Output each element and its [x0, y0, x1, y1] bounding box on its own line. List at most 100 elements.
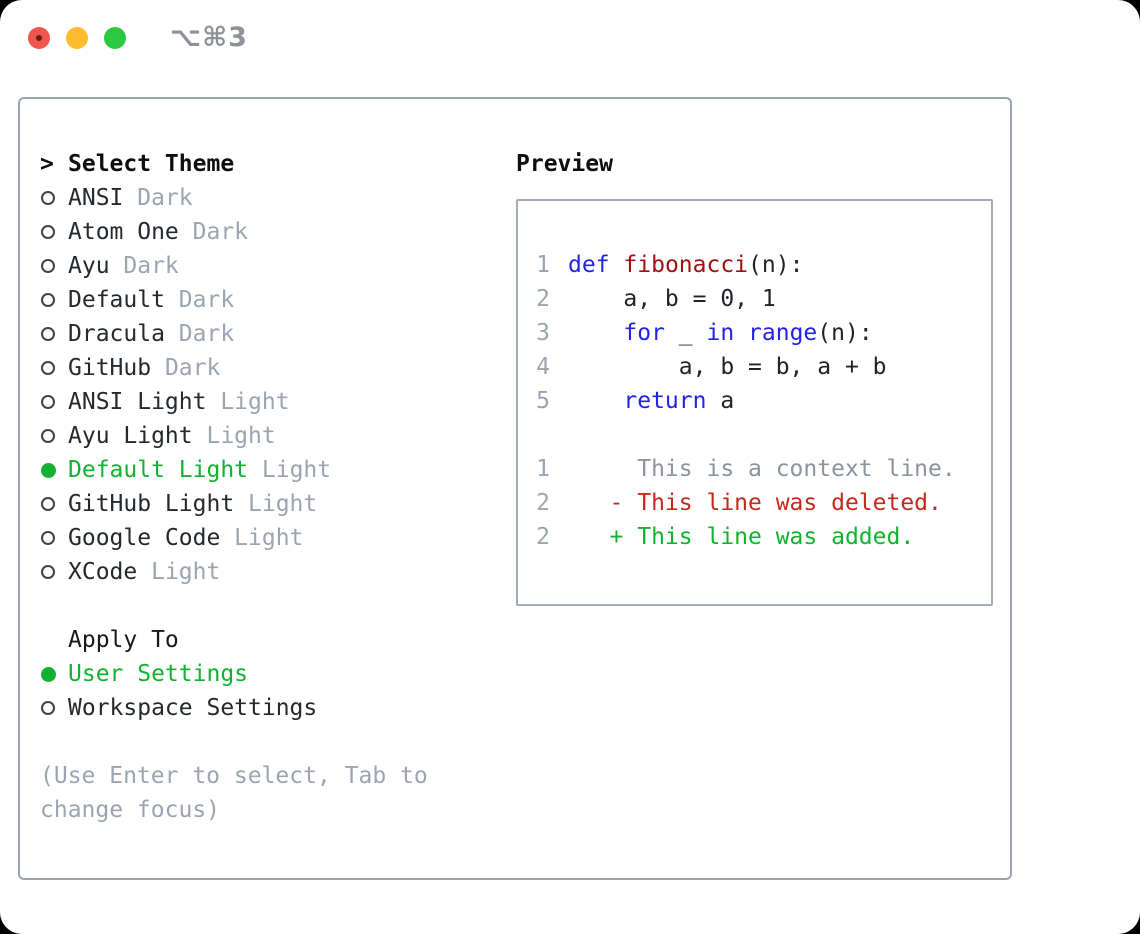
code-line: 4 a, b = b, a + b	[534, 350, 991, 384]
radio-unselected-icon	[40, 385, 68, 419]
minimize-button-icon[interactable]	[66, 27, 88, 49]
radio-unselected-icon	[40, 419, 68, 453]
code-segment-keyword: in	[706, 320, 735, 346]
code-segment-context: This is a context line.	[568, 456, 956, 482]
apply-option-user-settings[interactable]: User Settings	[40, 657, 484, 691]
radio-unselected-icon	[40, 215, 68, 249]
preview-title: Preview	[516, 151, 613, 177]
line-number: 2	[536, 490, 550, 516]
radio-unselected-icon	[40, 181, 68, 215]
code-line: 1 def fibonacci(n):	[534, 248, 991, 282]
line-content: def fibonacci(n):	[568, 248, 803, 282]
code-segment-keyword: range	[748, 320, 818, 346]
code-segment-added: + This line was added.	[568, 524, 915, 550]
select-theme-header: > Select Theme	[40, 147, 484, 181]
code-line: 2 a, b = 0, 1	[534, 282, 991, 316]
titlebar: ⌥⌘3	[28, 22, 248, 53]
theme-option-default[interactable]: Default Dark	[40, 283, 484, 317]
option-label: Ayu Light	[68, 423, 207, 449]
theme-option-ansi[interactable]: ANSI Dark	[40, 181, 484, 215]
theme-option-ansi-light[interactable]: ANSI Light Light	[40, 385, 484, 419]
radio-unselected-icon	[40, 555, 68, 589]
code-line: 3 for _ in range(n):	[534, 316, 991, 350]
radio-selected-icon	[40, 453, 68, 487]
variant-tag: Light	[206, 423, 276, 449]
code-segment-plain	[734, 320, 748, 346]
code-segment-function: fibonacci	[623, 252, 749, 278]
radio-unselected-icon	[40, 249, 68, 283]
line-number: 3	[536, 320, 550, 346]
apply-option-workspace-settings[interactable]: Workspace Settings	[40, 691, 484, 725]
line-content: a, b = b, a + b	[568, 350, 887, 384]
close-button-icon[interactable]	[28, 27, 50, 49]
option-label: Default Light	[68, 457, 262, 483]
zoom-button-icon[interactable]	[104, 27, 126, 49]
radio-unselected-icon	[40, 691, 68, 725]
theme-option-ayu-light[interactable]: Ayu Light Light	[40, 419, 484, 453]
variant-tag: Light	[261, 457, 332, 483]
theme-option-default-light[interactable]: Default Light Light	[40, 453, 484, 487]
code-segment-plain: a, b = 0, 1	[568, 286, 776, 312]
code-segment-plain	[568, 320, 623, 346]
variant-tag: Light	[151, 559, 221, 585]
option-label: GitHub Light	[68, 491, 249, 517]
variant-tag: Dark	[178, 287, 235, 313]
code-segment-deleted: - This line was deleted.	[568, 490, 942, 516]
theme-option-github-light[interactable]: GitHub Light Light	[40, 487, 484, 521]
variant-tag: Dark	[137, 185, 193, 211]
option-label: User Settings	[68, 661, 249, 687]
close-dot-icon	[36, 35, 42, 41]
radio-unselected-icon	[40, 317, 68, 351]
line-content: - This line was deleted.	[568, 486, 942, 520]
variant-tag: Light	[234, 525, 304, 551]
code-segment-plain: a	[706, 388, 735, 414]
theme-option-ayu[interactable]: Ayu Dark	[40, 249, 484, 283]
apply-to-header: Apply To	[40, 623, 484, 657]
line-number: 2	[536, 286, 550, 312]
line-content: This is a context line.	[568, 452, 956, 486]
code-line: 2 - This line was deleted.	[534, 486, 991, 520]
option-label: GitHub	[68, 355, 165, 381]
code-segment-plain	[610, 252, 624, 278]
code-segment-plain: (n):	[817, 320, 873, 346]
option-label: XCode	[68, 559, 152, 585]
line-content: return a	[568, 384, 734, 418]
line-number	[534, 418, 550, 452]
apply-to-title: Apply To	[68, 627, 179, 653]
variant-tag: Dark	[178, 321, 235, 347]
option-label: Workspace Settings	[68, 695, 318, 721]
line-number: 1	[536, 252, 550, 278]
option-label: Dracula	[68, 321, 179, 347]
code-segment-plain: (n):	[748, 252, 804, 278]
spacer	[40, 589, 484, 623]
line-number: 1	[536, 456, 550, 482]
code-line: 1 This is a context line.	[534, 452, 991, 486]
theme-option-xcode[interactable]: XCode Light	[40, 555, 484, 589]
line-content: + This line was added.	[568, 520, 915, 554]
variant-tag: Light	[220, 389, 290, 415]
theme-option-dracula[interactable]: Dracula Dark	[40, 317, 484, 351]
radio-unselected-icon	[40, 351, 68, 385]
radio-unselected-icon	[40, 521, 68, 555]
code-segment-keyword: return	[623, 388, 707, 414]
select-theme-title: Select Theme	[68, 151, 235, 177]
code-line: 5 return a	[534, 384, 991, 418]
theme-option-github[interactable]: GitHub Dark	[40, 351, 484, 385]
code-segment-keyword: for	[623, 320, 665, 346]
option-label: ANSI Light	[68, 389, 221, 415]
theme-option-atom-one[interactable]: Atom One Dark	[40, 215, 484, 249]
window-title: ⌥⌘3	[170, 22, 248, 53]
line-number: 4	[536, 354, 550, 380]
theme-option-google-code[interactable]: Google Code Light	[40, 521, 484, 555]
variant-tag: Dark	[192, 219, 249, 245]
code-line	[534, 418, 991, 452]
line-content: a, b = 0, 1	[568, 282, 776, 316]
option-label: Atom One	[68, 219, 193, 245]
variant-tag: Light	[248, 491, 318, 517]
